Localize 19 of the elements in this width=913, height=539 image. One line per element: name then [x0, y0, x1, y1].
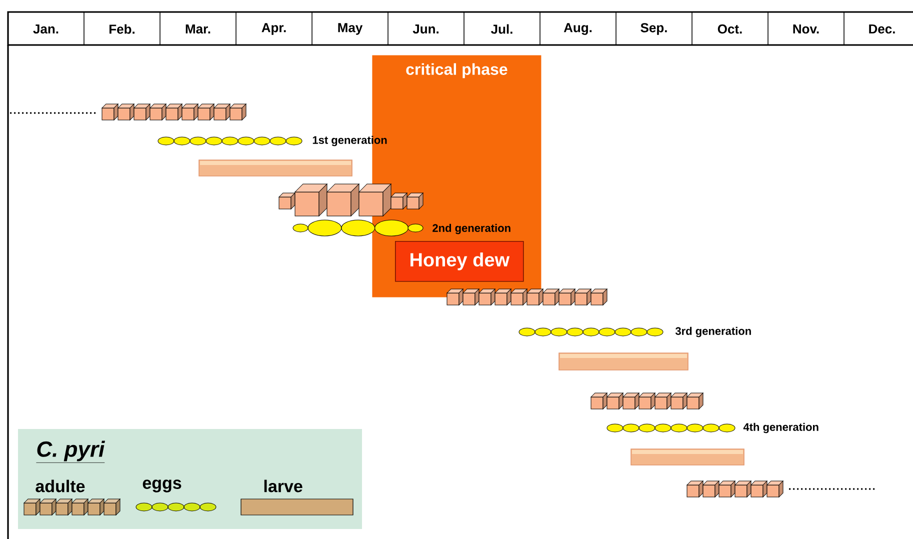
- legend-title: C. pyri: [36, 440, 106, 463]
- month-label: Mar.: [186, 24, 210, 34]
- generation-label: 4th generation: [743, 422, 818, 434]
- month-label: Oct.: [718, 24, 742, 34]
- month-label: Dec.: [869, 24, 895, 34]
- month-label: Nov.: [793, 24, 819, 34]
- generation-label: 3rd generation: [675, 326, 751, 338]
- honey-dew-box: Honey dew: [395, 241, 524, 282]
- month-label: Apr.: [262, 23, 286, 35]
- month-label: Jul.: [491, 24, 512, 34]
- month-label: Aug.: [564, 23, 592, 35]
- month-label: Feb.: [110, 24, 134, 34]
- month-label: Jan.: [33, 24, 58, 34]
- legend-label: eggs: [142, 480, 182, 492]
- month-label: May: [338, 23, 363, 35]
- legend-label: adulte: [36, 480, 85, 492]
- month-label: Jun.: [412, 24, 438, 34]
- month-label: Sep.: [640, 23, 667, 35]
- legend-label: larve: [264, 480, 302, 492]
